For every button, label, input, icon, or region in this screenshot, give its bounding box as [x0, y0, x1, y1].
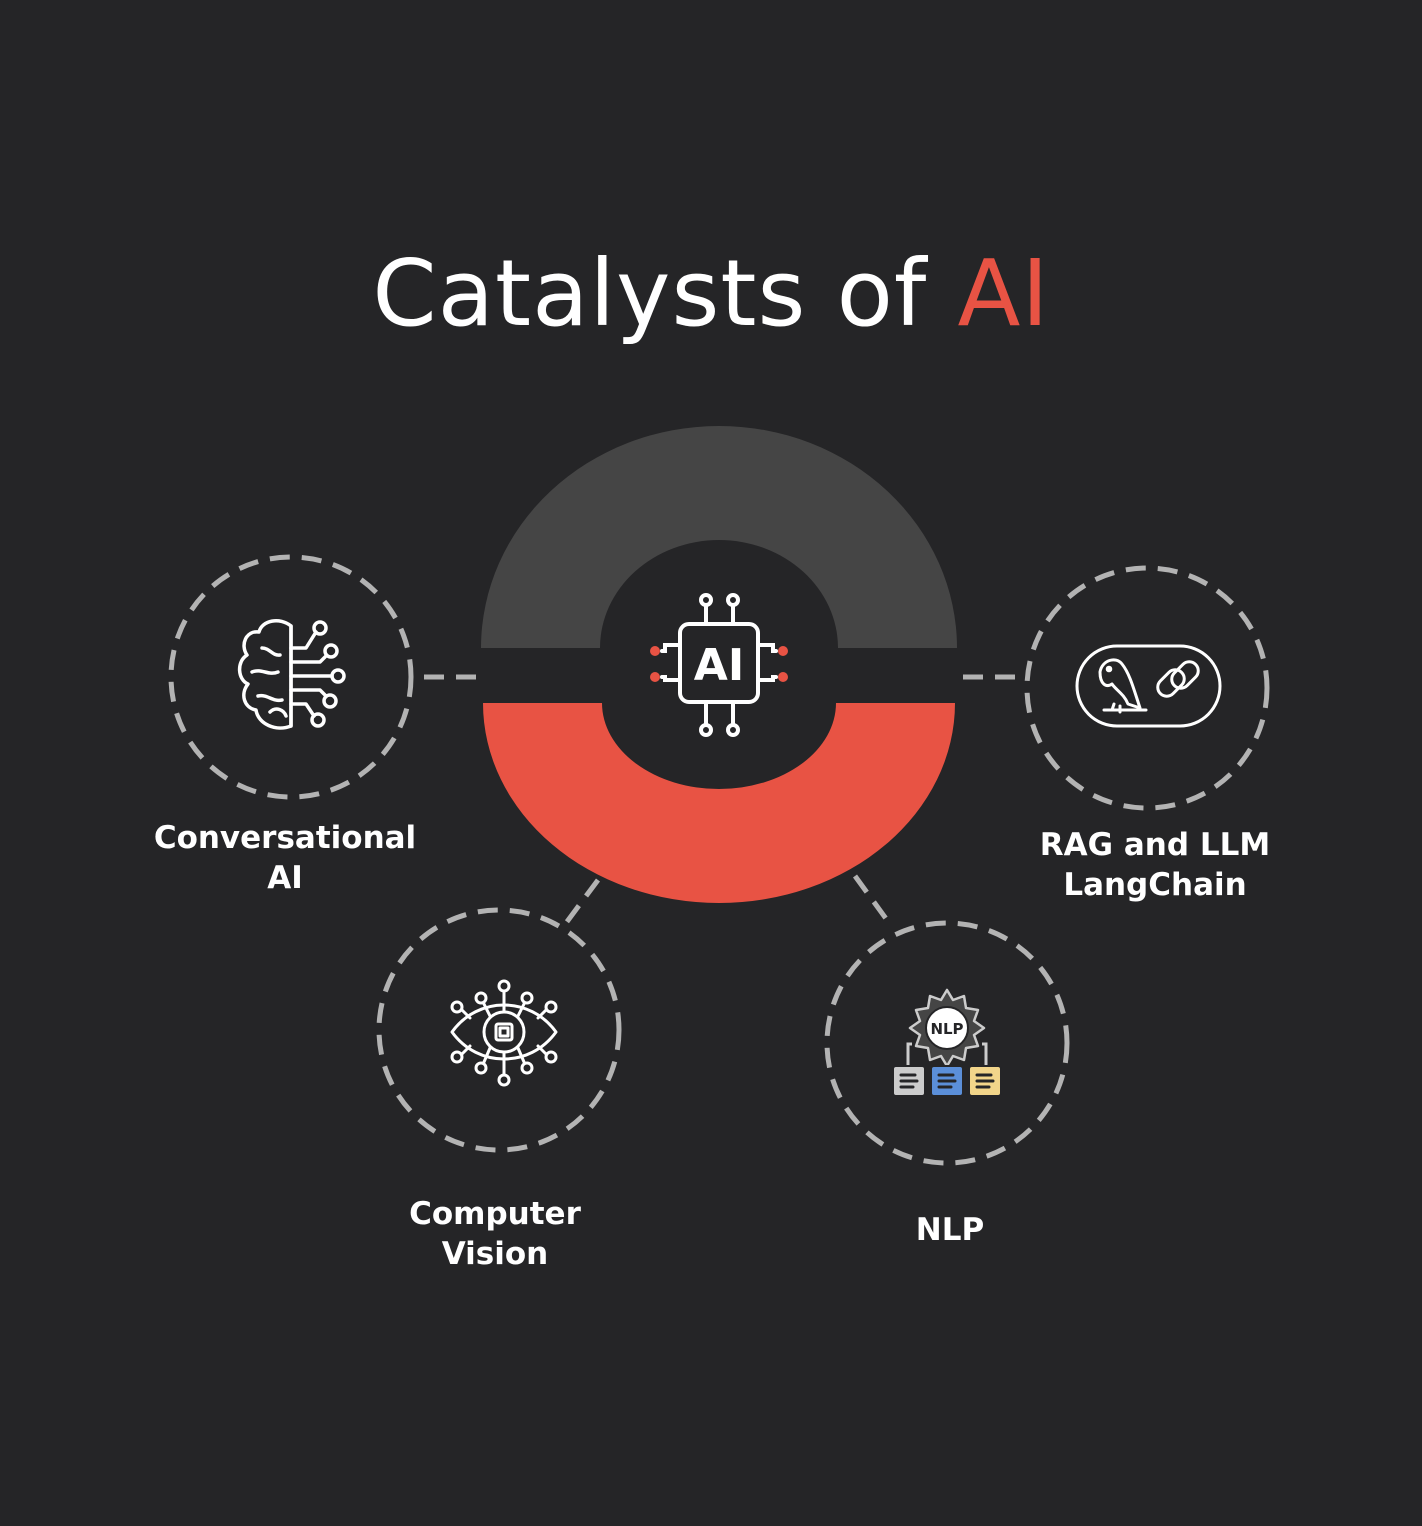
- label-line: RAG and LLM: [1039, 827, 1271, 863]
- ai-chip-dots: [650, 646, 788, 682]
- node-circle-conversational: [168, 554, 414, 800]
- label-line: NLP: [915, 1212, 985, 1248]
- label-line: LangChain: [1063, 867, 1247, 903]
- ai-chip-icon: [660, 593, 778, 737]
- label-line: AI: [267, 860, 303, 896]
- node-label-computer-vision: Computer Vision: [360, 1194, 630, 1274]
- langchain-parrot-link-icon: [1075, 644, 1222, 728]
- ring-bottom-half: [483, 703, 955, 903]
- label-line: Computer: [409, 1196, 581, 1232]
- page-title: Catalysts of AI: [0, 240, 1422, 347]
- node-circle-rag: [1024, 565, 1270, 811]
- eye-chip-icon: [450, 979, 558, 1087]
- connector-computer-vision: [563, 878, 601, 925]
- node-label-nlp: NLP: [850, 1210, 1050, 1250]
- ring-top-half: [481, 426, 957, 648]
- title-main: Catalysts of: [372, 240, 958, 347]
- ai-chip-label: AI: [694, 640, 744, 691]
- nlp-gear-icon: NLP: [892, 988, 1002, 1097]
- label-line: Conversational: [153, 820, 417, 856]
- connectors: [412, 674, 1026, 925]
- connector-nlp: [852, 874, 890, 922]
- node-label-conversational-ai: Conversational AI: [135, 818, 435, 898]
- title-accent: AI: [957, 240, 1050, 347]
- node-circle-nlp: [824, 920, 1070, 1166]
- label-line: Vision: [441, 1236, 549, 1272]
- brain-circuit-icon: [237, 619, 346, 730]
- node-circle-computer-vision: [376, 907, 622, 1153]
- node-label-rag-llm-langchain: RAG and LLM LangChain: [1015, 825, 1295, 905]
- nlp-badge-label: NLP: [930, 1020, 963, 1038]
